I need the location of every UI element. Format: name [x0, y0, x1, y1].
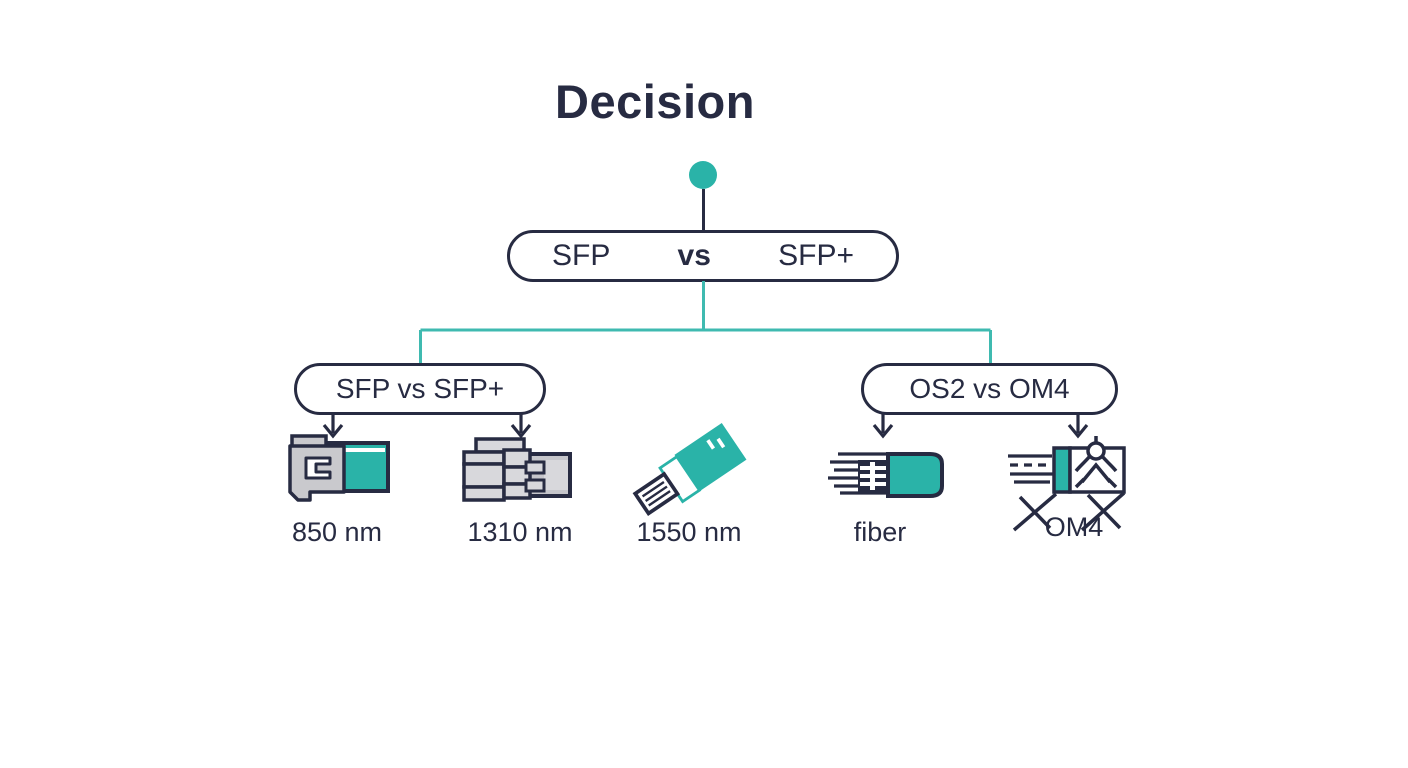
arrow-down-icon	[510, 412, 532, 439]
sfp-module-angled-icon	[632, 422, 747, 517]
sfp-module-gray-icon	[462, 437, 572, 502]
leaf-label-850nm: 850 nm	[291, 517, 383, 547]
fiber-cable-connector-icon	[828, 452, 944, 498]
root-stem-line	[702, 189, 705, 232]
arrow-down-icon	[872, 412, 894, 439]
leaf-label-om4: OM4	[1044, 512, 1104, 542]
sfp-module-teal-icon	[288, 434, 390, 502]
om4-connector-crossed-icon	[1008, 436, 1126, 532]
root-node-dot	[689, 161, 717, 189]
leaf-label-1310nm: 1310 nm	[467, 517, 573, 547]
arrow-down-icon	[322, 412, 344, 439]
page-title: Decision	[555, 75, 755, 128]
leaf-label-1550nm: 1550 nm	[636, 517, 742, 547]
root-option-left: SFP	[552, 239, 611, 272]
branch-connector-lines	[419, 281, 992, 366]
branch-label: SFP vs SFP+	[335, 373, 505, 404]
branch-label: OS2 vs OM4	[909, 373, 1070, 404]
root-decision-node: SFP vs SFP+	[507, 230, 899, 282]
branch-node-sfp-vs-sfpplus: SFP vs SFP+	[294, 363, 546, 415]
root-versus-label: vs	[677, 239, 711, 272]
arrow-down-icon	[1067, 412, 1089, 439]
leaf-label-fiber: fiber	[853, 517, 907, 547]
root-option-right: SFP+	[778, 239, 854, 272]
branch-node-os2-vs-om4: OS2 vs OM4	[861, 363, 1118, 415]
